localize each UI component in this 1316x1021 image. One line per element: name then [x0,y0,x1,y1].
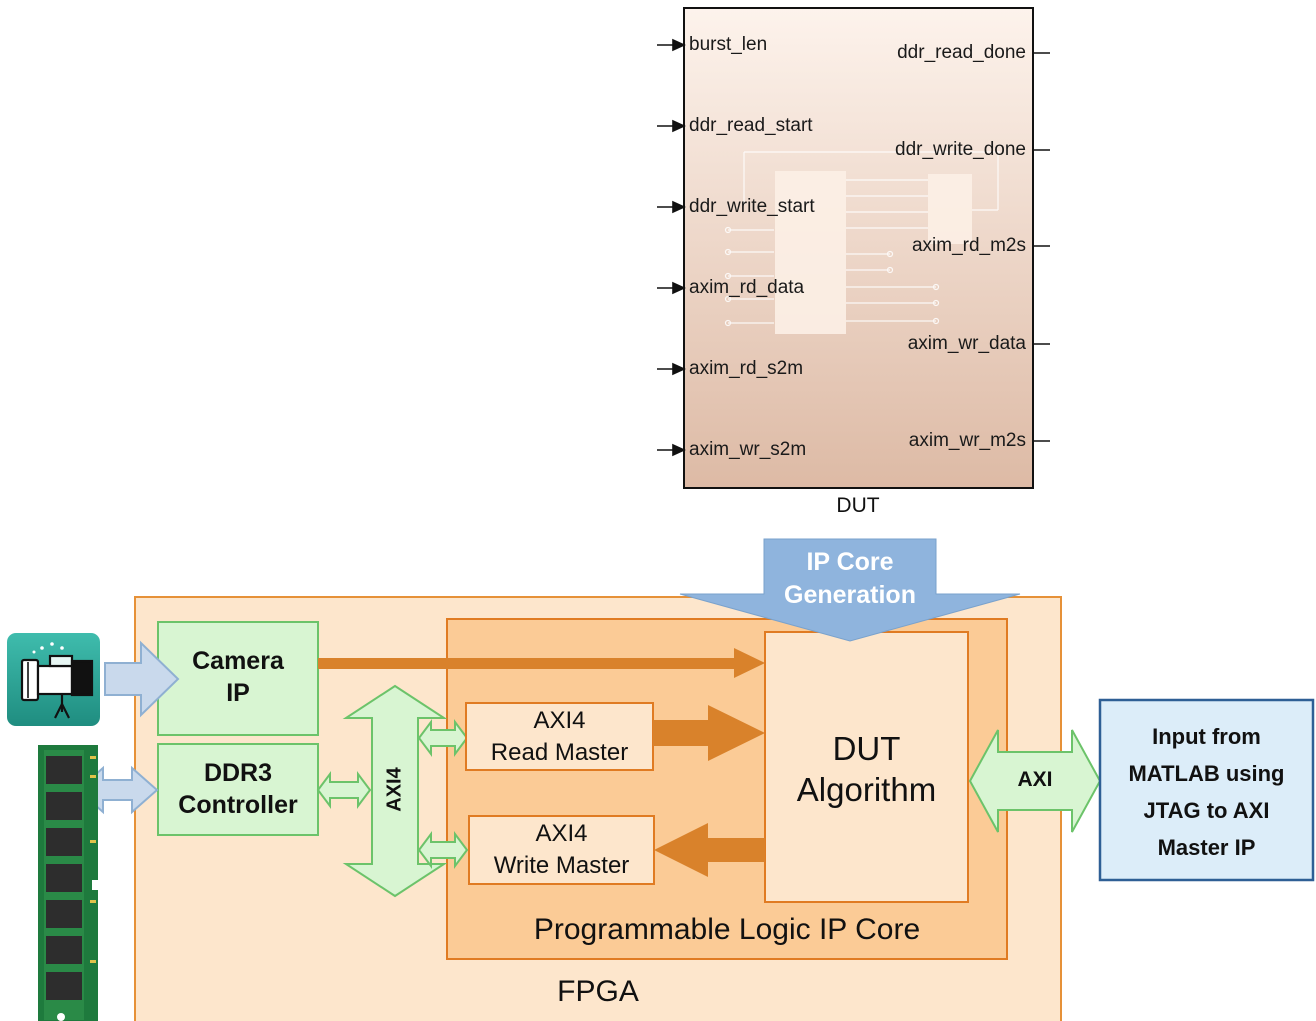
dut-internal-subsystem-b [928,174,972,244]
port-out-2: ddr_write_done [895,139,1026,160]
ddr3-controller-label: DDR3 Controller [178,759,298,819]
dut-internal-subsystem-a [775,171,846,334]
dut-subsystem-block[interactable] [683,7,1034,489]
camera-ip-label: Camera IP [192,647,284,707]
read-master-label: AXI4 Read Master [490,707,629,766]
bus-connectors [316,719,469,869]
ip-core-region-label: Programmable Logic IP Core [533,913,921,946]
axi-link-label: AXI [1017,768,1053,791]
ram-module-icon [38,745,100,1021]
camera-icon [7,633,100,726]
camera-input-arrow [104,640,180,718]
dut-block-name: DUT [836,494,880,517]
dut-input-port-arrows [657,38,686,457]
ip-core-generation-label: IP Core Generation [784,548,916,609]
matlab-input-label: Input from MATLAB using JTAG to AXI Mast… [1128,724,1285,860]
axi4-bus-arrow [342,684,448,898]
orange-data-arrows [318,648,765,877]
axi4-bus-label: AXI4 [383,767,406,812]
camera-ip-box[interactable] [157,621,319,736]
port-in-3: ddr_write_start [689,196,815,217]
write-master-label: AXI4 Write Master [493,820,630,879]
port-in-4: axim_rd_data [689,277,805,298]
axi4-read-master-box[interactable] [465,702,654,771]
dut-output-port-lines [1033,52,1050,442]
dut-algorithm-label: DUT Algorithm [796,730,937,808]
ddr3-controller-box[interactable] [157,743,319,836]
port-in-5: axim_rd_s2m [689,358,804,379]
dut-internal-preview [724,151,1000,327]
matlab-input-box[interactable] [1098,698,1315,882]
port-out-4: axim_wr_data [907,333,1026,354]
axi4-write-master-box[interactable] [468,815,655,885]
port-out-3: axim_rd_m2s [911,235,1026,256]
fpga-label: FPGA [557,975,639,1008]
port-out-5: axim_wr_m2s [908,430,1026,451]
port-in-2: ddr_read_start [689,115,813,136]
port-out-1: ddr_read_done [897,42,1026,63]
port-in-1: burst_len [689,34,768,55]
ip-core-generation-arrow [679,538,1021,642]
dut-algorithm-box[interactable] [764,631,969,903]
port-in-6: axim_wr_s2m [689,439,807,460]
